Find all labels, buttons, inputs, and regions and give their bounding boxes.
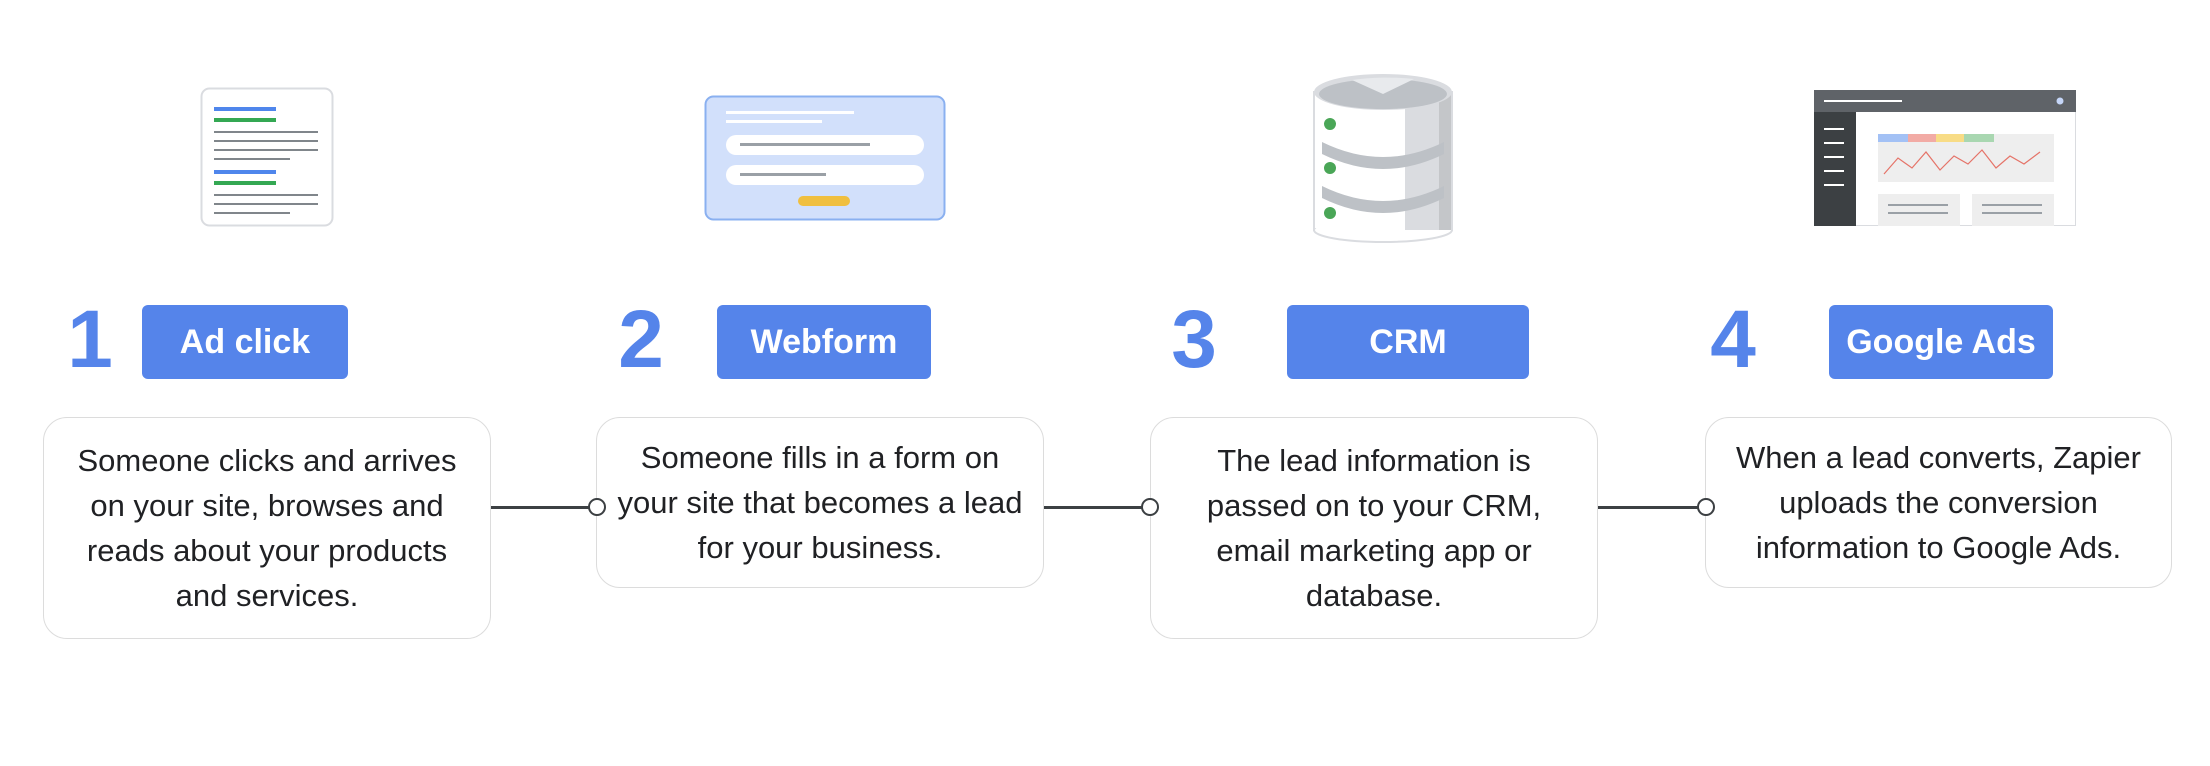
step-2-label: Webform bbox=[717, 305, 931, 379]
connector-line-2-3 bbox=[1044, 506, 1142, 509]
step-3-description: The lead information is passed on to you… bbox=[1150, 417, 1598, 639]
database-icon bbox=[1312, 72, 1454, 244]
connector-dot-4 bbox=[1697, 498, 1715, 516]
step-4-description: When a lead converts, Zapier uploads the… bbox=[1705, 417, 2172, 588]
step-2-number: 2 bbox=[618, 294, 664, 385]
webform-icon bbox=[704, 95, 946, 221]
step-2-description: Someone fills in a form on your site tha… bbox=[596, 417, 1044, 588]
step-4-number: 4 bbox=[1710, 294, 1756, 385]
step-3-label: CRM bbox=[1287, 305, 1529, 379]
search-results-page-icon bbox=[200, 87, 334, 227]
connector-dot-3 bbox=[1141, 498, 1159, 516]
step-4-label: Google Ads bbox=[1829, 305, 2053, 379]
dashboard-icon bbox=[1814, 90, 2076, 226]
step-1-label: Ad click bbox=[142, 305, 348, 379]
connector-line-3-4 bbox=[1598, 506, 1698, 509]
connector-line-1-2 bbox=[491, 506, 589, 509]
step-3-number: 3 bbox=[1171, 294, 1217, 385]
step-1-description: Someone clicks and arrives on your site,… bbox=[43, 417, 491, 639]
connector-dot-2 bbox=[588, 498, 606, 516]
step-1-number: 1 bbox=[67, 294, 113, 385]
